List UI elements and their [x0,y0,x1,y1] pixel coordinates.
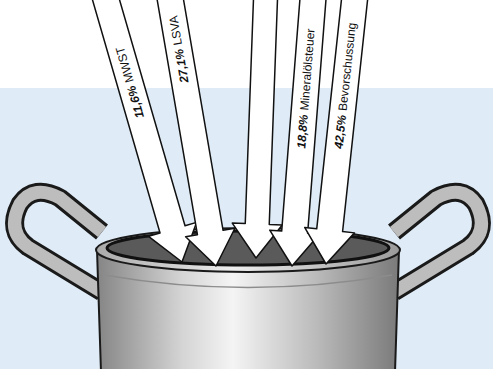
share-label: LSVA [160,14,191,48]
arrow-shape [143,0,240,270]
arrow-text-row: 11,6%MWST [107,43,153,121]
pot-handle [15,192,102,292]
share-value: 27,1% [166,47,197,85]
pot-handle [15,192,102,292]
arrow-text-row: 27,1%LSVA [160,14,197,85]
arrow-shape [301,0,381,267]
pot-handle [394,192,481,292]
share-label: Bevorschussung [330,21,365,112]
share-value: 11,6% [119,82,153,121]
share-label: MWST [107,43,142,85]
share-value: 18,8% [288,113,317,149]
share-value: 42,5% [326,113,356,150]
pot-band [104,275,392,288]
arrow-text-row: 18,8%Mineralölsteuer [288,28,323,150]
pot-handle [394,192,481,292]
